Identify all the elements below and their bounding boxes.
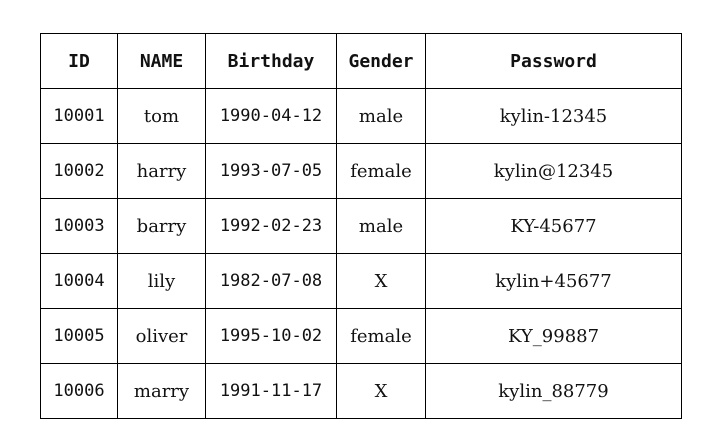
cell-birthday: 1993-07-05 — [205, 143, 337, 199]
cell-name: lily — [117, 253, 206, 309]
cell-birthday: 1995-10-02 — [205, 308, 337, 364]
cell-id: 10003 — [40, 198, 118, 254]
cell-birthday: 1990-04-12 — [205, 88, 337, 144]
cell-gender: male — [336, 198, 426, 254]
table-row: 10001 tom 1990-04-12 male kylin-12345 — [40, 88, 682, 144]
cell-gender: female — [336, 308, 426, 364]
cell-gender: male — [336, 88, 426, 144]
cell-birthday: 1982-07-08 — [205, 253, 337, 309]
cell-gender: X — [336, 363, 426, 419]
header-name: NAME — [117, 33, 206, 89]
cell-name: harry — [117, 143, 206, 199]
user-table: ID NAME Birthday Gender Password 10001 t… — [40, 33, 682, 419]
cell-id: 10002 — [40, 143, 118, 199]
cell-name: oliver — [117, 308, 206, 364]
cell-password: kylin-12345 — [425, 88, 682, 144]
header-birthday: Birthday — [205, 33, 337, 89]
cell-name: barry — [117, 198, 206, 254]
cell-name: tom — [117, 88, 206, 144]
cell-birthday: 1992-02-23 — [205, 198, 337, 254]
cell-name: marry — [117, 363, 206, 419]
cell-birthday: 1991-11-17 — [205, 363, 337, 419]
header-id: ID — [40, 33, 118, 89]
cell-gender: X — [336, 253, 426, 309]
header-gender: Gender — [336, 33, 426, 89]
table-row: 10005 oliver 1995-10-02 female KY_99887 — [40, 308, 682, 364]
cell-id: 10001 — [40, 88, 118, 144]
table-row: 10006 marry 1991-11-17 X kylin_88779 — [40, 363, 682, 419]
cell-password: kylin_88779 — [425, 363, 682, 419]
cell-gender: female — [336, 143, 426, 199]
cell-id: 10004 — [40, 253, 118, 309]
cell-password: kylin+45677 — [425, 253, 682, 309]
cell-password: KY-45677 — [425, 198, 682, 254]
cell-password: KY_99887 — [425, 308, 682, 364]
user-table-container: ID NAME Birthday Gender Password 10001 t… — [40, 33, 682, 419]
table-row: 10004 lily 1982-07-08 X kylin+45677 — [40, 253, 682, 309]
cell-id: 10005 — [40, 308, 118, 364]
header-password: Password — [425, 33, 682, 89]
cell-id: 10006 — [40, 363, 118, 419]
table-row: 10002 harry 1993-07-05 female kylin@1234… — [40, 143, 682, 199]
table-header-row: ID NAME Birthday Gender Password — [40, 33, 682, 89]
table-row: 10003 barry 1992-02-23 male KY-45677 — [40, 198, 682, 254]
cell-password: kylin@12345 — [425, 143, 682, 199]
